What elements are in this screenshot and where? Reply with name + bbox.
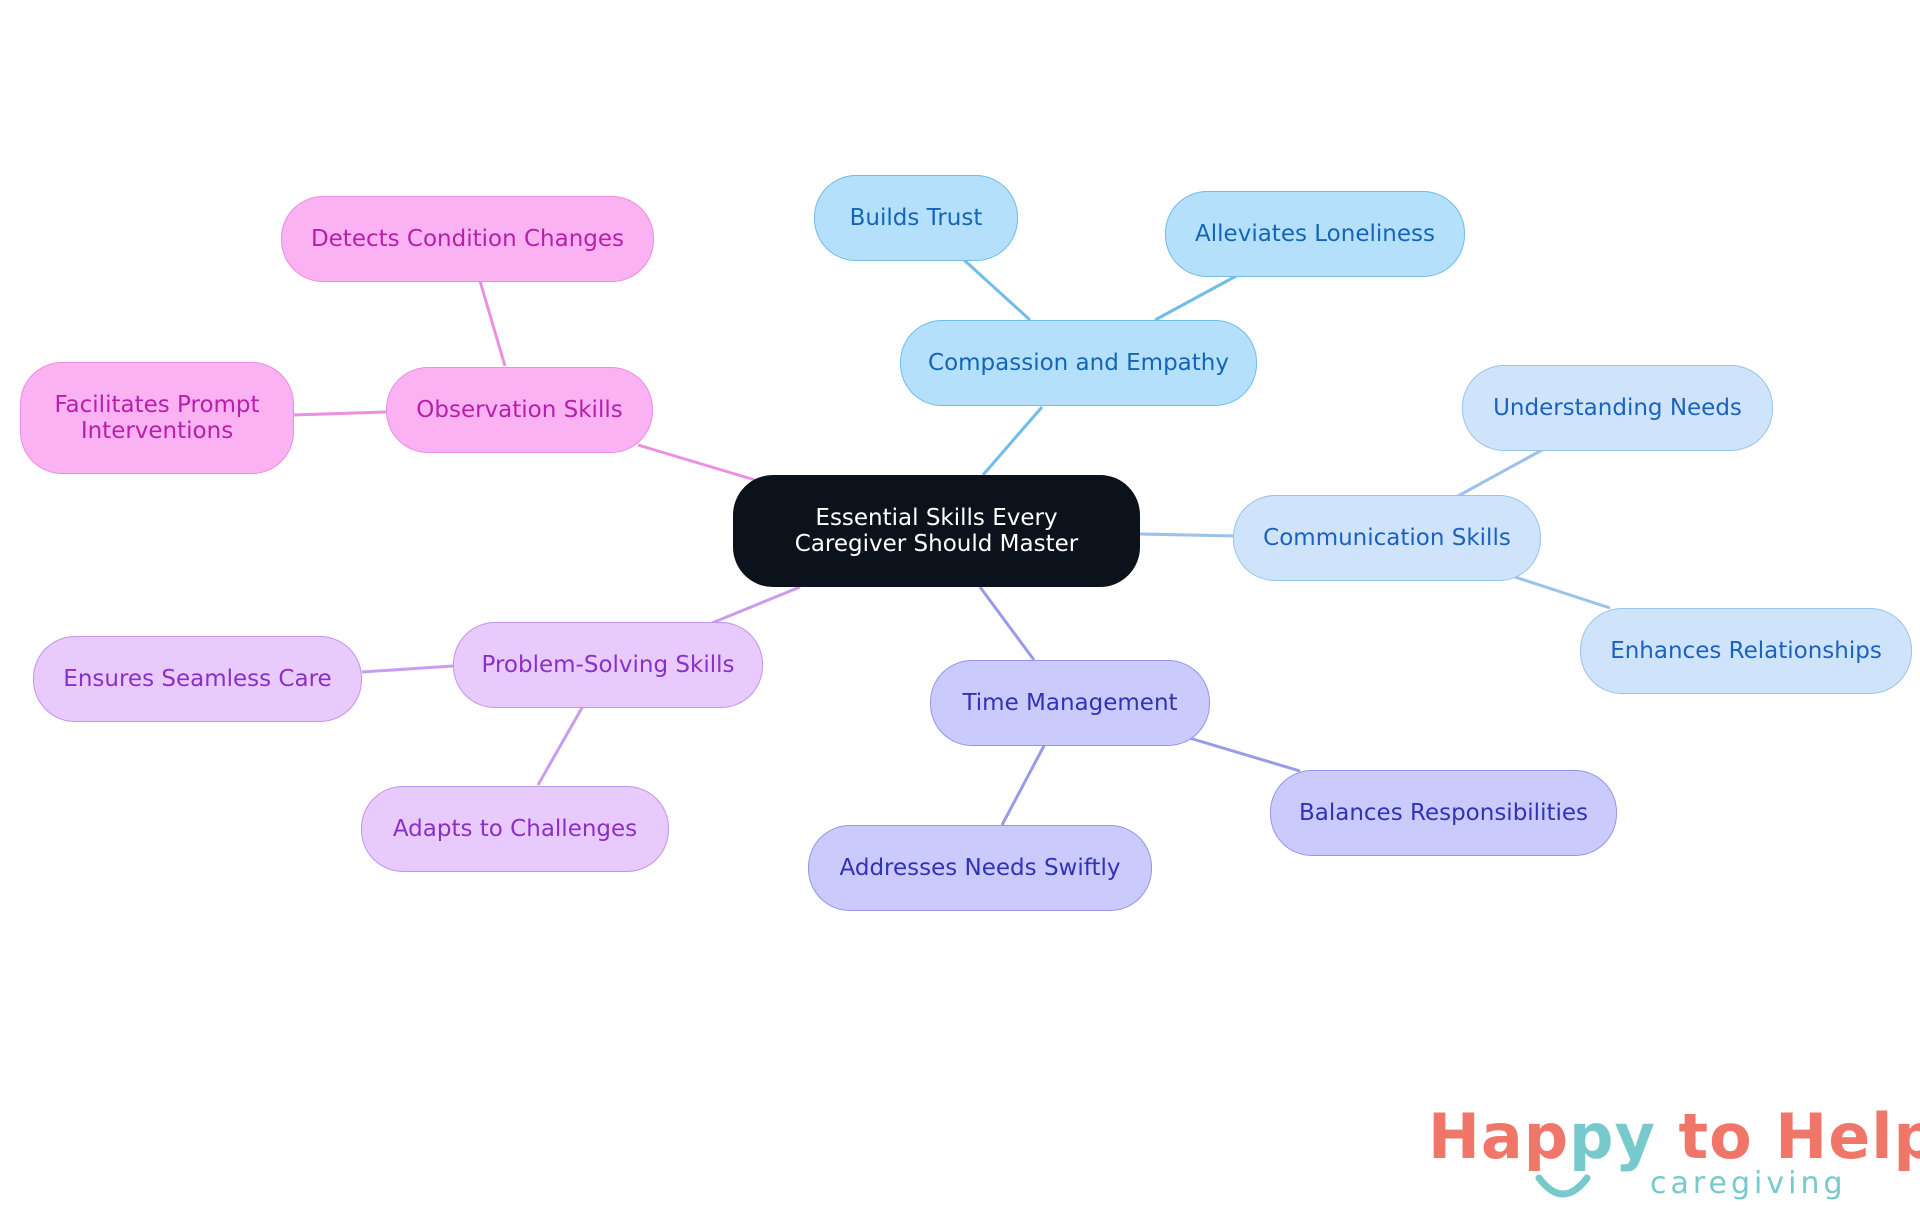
leaf-alleviates-loneliness: Alleviates Loneliness [1165,191,1465,277]
leaf-adapts-label: Adapts to Challenges [392,816,638,842]
smile-icon [1535,1174,1591,1198]
leaf-ensures-seamless-label: Ensures Seamless Care [63,666,332,692]
branch-compassion-label: Compassion and Empathy [928,350,1229,376]
branch-compassion-empathy: Compassion and Empathy [900,320,1257,406]
connector-communication-needs [1457,448,1543,498]
leaf-addresses-needs-label: Addresses Needs Swiftly [839,855,1121,881]
leaf-understanding-needs: Understanding Needs [1462,365,1773,451]
leaf-enhances-relationships: Enhances Relationships [1580,608,1912,694]
root-label: Essential Skills Every Caregiver Should … [794,505,1079,557]
connector-root-communication [1139,532,1237,538]
branch-time-management: Time Management [930,660,1210,746]
connector-observation-facilitates [292,410,387,417]
connector-root-time [978,586,1036,661]
leaf-alleviates-loneliness-label: Alleviates Loneliness [1195,221,1435,247]
connector-compassion-trust [961,257,1032,322]
happy-to-help-logo: Happy to Help caregiving [1418,1100,1920,1210]
connector-communication-relationships [1511,574,1611,610]
connector-problem-adapts [536,705,585,786]
connector-root-observation [637,443,756,482]
logo-part1: Hap [1428,1100,1570,1173]
leaf-detects-label: Detects Condition Changes [310,226,625,252]
connector-root-problem [711,585,801,625]
leaf-builds-trust-label: Builds Trust [849,205,983,231]
branch-observation-label: Observation Skills [416,397,623,423]
leaf-addresses-needs-swiftly: Addresses Needs Swiftly [808,825,1152,911]
connector-root-compassion [981,406,1044,476]
leaf-understanding-needs-label: Understanding Needs [1493,395,1742,421]
branch-problem-solving: Problem-Solving Skills [453,622,763,708]
leaf-builds-trust: Builds Trust [814,175,1018,261]
logo-subtitle: caregiving [1650,1166,1847,1201]
logo-wordmark: Happy to Help [1428,1100,1920,1173]
leaf-balances-responsibilities-label: Balances Responsibilities [1298,800,1589,826]
leaf-balances-responsibilities: Balances Responsibilities [1270,770,1617,856]
leaf-facilitates-prompt-interventions: Facilitates Prompt Interventions [20,362,294,474]
logo-part2: py [1569,1100,1656,1173]
connector-compassion-loneliness [1154,273,1239,322]
leaf-facilitates-label: Facilitates Prompt Interventions [54,392,260,444]
leaf-adapts-to-challenges: Adapts to Challenges [361,786,669,872]
leaf-detects-condition-changes: Detects Condition Changes [281,196,654,282]
connector-time-addresses [1000,741,1048,826]
connector-observation-detects [478,280,507,367]
logo-part3: to Help [1655,1100,1920,1173]
branch-observation-skills: Observation Skills [386,367,653,453]
branch-problem-label: Problem-Solving Skills [481,652,735,678]
branch-time-label: Time Management [962,690,1178,716]
branch-communication-skills: Communication Skills [1233,495,1541,581]
connector-problem-seamless [361,664,454,674]
leaf-ensures-seamless-care: Ensures Seamless Care [33,636,362,722]
connector-time-balances [1185,735,1301,773]
leaf-enhances-relationships-label: Enhances Relationships [1610,638,1882,664]
branch-communication-label: Communication Skills [1263,525,1511,551]
root-node: Essential Skills Every Caregiver Should … [733,475,1140,587]
